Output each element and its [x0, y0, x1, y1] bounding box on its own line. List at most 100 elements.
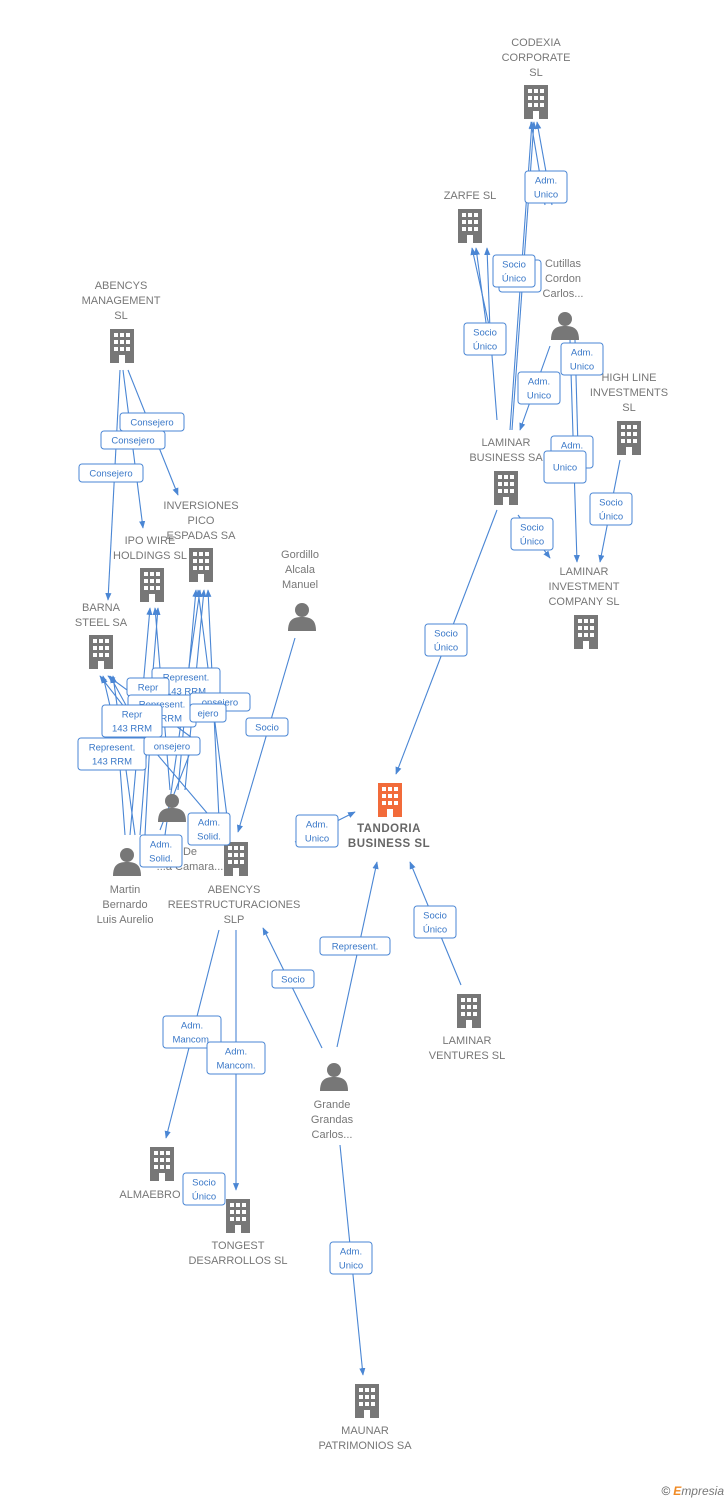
node-label-line: REESTRUCTURACIONES [168, 899, 301, 911]
node-label-line: INVESTMENT [549, 581, 620, 593]
node-label-line: HIGH LINE [601, 372, 656, 384]
building-icon [378, 783, 402, 817]
edge-label-text: Único [502, 274, 526, 285]
edge-label-text: Único [423, 925, 447, 936]
building-icon [89, 635, 113, 669]
node-grande[interactable]: GrandeGrandasCarlos... [311, 1063, 354, 1141]
edge-label-box [463, 322, 507, 356]
edge-label-text: onsejero [154, 742, 190, 753]
edge-label-text: Socio [502, 260, 526, 271]
node-label-line: DESARROLLOS SL [188, 1255, 287, 1267]
edge-label-text: Socio [192, 1178, 216, 1189]
edge-label[interactable]: ejero [189, 703, 227, 723]
edge-label[interactable]: Unico [543, 450, 587, 484]
edge-label-box [271, 969, 315, 989]
edge-label-text: ejero [197, 709, 218, 720]
edge-label[interactable]: Consejero [78, 463, 144, 483]
node-label-line: LAMINAR [482, 437, 531, 449]
node-label-line: CODEXIA [511, 37, 561, 49]
node-label-line: Luis Aurelio [97, 914, 154, 926]
node-label-line: SLP [224, 914, 245, 926]
person-icon [113, 848, 141, 876]
node-zarfe[interactable]: ZARFE SL [444, 190, 497, 243]
node-almaebro[interactable]: ALMAEBRO [119, 1147, 181, 1201]
edge-label[interactable]: Adm.Unico [560, 342, 604, 376]
edge-label[interactable]: Adm.Solid. [139, 834, 183, 868]
node-cutillas[interactable]: CutillasCordonCarlos... [543, 258, 584, 340]
edge-label[interactable]: onsejero [143, 736, 201, 756]
edge-label-text: Unico [527, 391, 551, 402]
person-icon [320, 1063, 348, 1091]
edge-label[interactable]: Adm.Unico [517, 371, 561, 405]
node-label-line: Martin [110, 884, 141, 896]
edge-label-text: Adm. [150, 840, 172, 851]
edge-label-text: Consejero [89, 469, 132, 480]
person-icon [288, 603, 316, 631]
edge-label[interactable]: Consejero [119, 412, 185, 432]
node-label-line: Manuel [282, 579, 318, 591]
edge-label-box [492, 254, 536, 288]
brand-logo-letter: E [673, 1484, 682, 1498]
node-label-line: ESPADAS SA [167, 530, 237, 542]
node-label-line: MAUNAR [341, 1425, 389, 1437]
edge-label-text: Mancom. [216, 1061, 255, 1072]
edge-label[interactable]: Socio [245, 717, 289, 737]
node-label-line: BARNA [82, 602, 121, 614]
edge-label-text: Adm. [181, 1021, 203, 1032]
node-label-line: De [183, 846, 197, 858]
brand-name: mpresia [681, 1484, 724, 1498]
node-label-line: Cordon [545, 273, 581, 285]
edge-label[interactable]: Represent. [319, 936, 391, 956]
edge-label-box [182, 1172, 226, 1206]
edge-label-text: Único [473, 342, 497, 353]
edge-label[interactable]: Adm.Unico [524, 170, 568, 204]
edge-label-box [187, 812, 231, 846]
building-icon [524, 85, 548, 119]
edge-label[interactable]: Socio [271, 969, 315, 989]
edge-label[interactable]: Represent. 143 RRM [77, 737, 147, 771]
edge-label[interactable]: Consejero [100, 430, 166, 450]
edge-label[interactable]: Adm.Unico [329, 1241, 373, 1275]
edge-label[interactable]: Repr [126, 677, 170, 697]
edge-label[interactable]: Adm.Mancom. [162, 1015, 222, 1049]
edge-label-text: Represent. [163, 673, 209, 684]
edge-label[interactable]: Adm.Unico [295, 814, 339, 848]
edge-label[interactable]: Adm.Mancom. [206, 1041, 266, 1075]
edge-label-box [245, 717, 289, 737]
edge-label-text: Represent. [89, 743, 135, 754]
edge-label-text: Adm. [571, 348, 593, 359]
edge-label[interactable]: Adm.Solid. [187, 812, 231, 846]
edge-label-text: Socio [599, 498, 623, 509]
edge-label-text: 143 RRM [92, 757, 132, 768]
building-icon [574, 615, 598, 649]
edge-label-box [206, 1041, 266, 1075]
edge-label-text: Socio [520, 523, 544, 534]
node-label-line: HOLDINGS SL [113, 550, 187, 562]
edge-label-box [413, 905, 457, 939]
edge-label-box [319, 936, 391, 956]
